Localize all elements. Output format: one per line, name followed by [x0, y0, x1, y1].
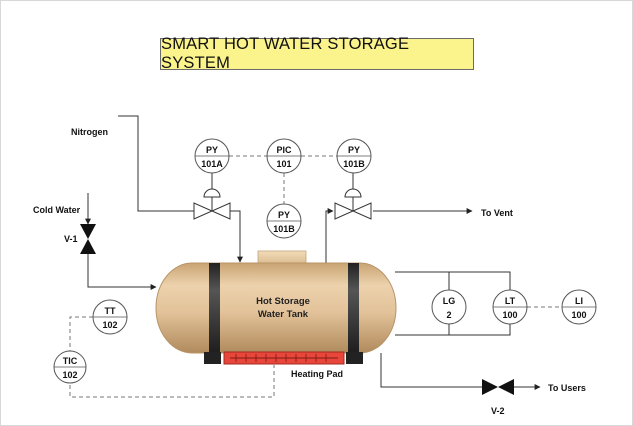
- vent-line-up: [325, 208, 334, 263]
- tank-foot-right: [346, 352, 363, 364]
- signal-tic-heater: [69, 365, 275, 398]
- svg-text:LT: LT: [505, 296, 516, 306]
- svg-text:101B: 101B: [273, 224, 295, 234]
- v2-label: V-2: [491, 406, 505, 416]
- to-vent-label: To Vent: [481, 208, 513, 218]
- nitrogen-to-tank-line: [230, 210, 243, 263]
- instrument-pic101[interactable]: PIC 101: [266, 138, 302, 174]
- level-bottom-line: [395, 322, 511, 336]
- svg-text:100: 100: [571, 310, 586, 320]
- cold-water-label: Cold Water: [33, 205, 81, 215]
- instrument-tic102[interactable]: TIC 102: [53, 350, 87, 384]
- svg-text:TIC: TIC: [63, 356, 78, 366]
- valve-v1[interactable]: [80, 224, 96, 254]
- tank-label-line2: Water Tank: [258, 309, 309, 320]
- signal-lines: [69, 155, 562, 398]
- instrument-lg2[interactable]: LG 2: [431, 289, 467, 325]
- heating-pad[interactable]: [223, 351, 345, 365]
- svg-text:LI: LI: [575, 296, 583, 306]
- signal-tt-tic: [69, 316, 93, 353]
- v1-label: V-1: [64, 234, 78, 244]
- process-lines: [85, 115, 541, 390]
- tank-label-line1: Hot Storage: [256, 296, 310, 307]
- level-top-line: [395, 271, 511, 292]
- svg-text:PY: PY: [348, 145, 360, 155]
- instrument-py101b-top[interactable]: PY 101B: [336, 138, 372, 174]
- valve-v2[interactable]: [482, 379, 514, 395]
- svg-text:101B: 101B: [343, 159, 365, 169]
- control-valve-vent[interactable]: [334, 202, 372, 220]
- instrument-li100[interactable]: LI 100: [561, 289, 597, 325]
- svg-text:TT: TT: [105, 306, 116, 316]
- tank-band-right: [348, 263, 359, 353]
- tank-foot-left: [204, 352, 221, 364]
- tank-band-left: [209, 263, 220, 353]
- outlet-line: [380, 353, 482, 388]
- instrument-lt100[interactable]: LT 100: [492, 289, 528, 325]
- nitrogen-line: [118, 115, 194, 212]
- svg-text:PY: PY: [278, 210, 290, 220]
- to-users-label: To Users: [548, 383, 586, 393]
- actuators: [203, 173, 362, 211]
- hot-water-tank[interactable]: Hot Storage Water Tank: [155, 250, 397, 364]
- tank-body: [155, 262, 397, 354]
- svg-text:LG: LG: [443, 296, 456, 306]
- svg-text:101: 101: [276, 159, 291, 169]
- control-valve-nitrogen[interactable]: [193, 202, 231, 220]
- svg-text:101A: 101A: [201, 159, 223, 169]
- diagram-title: SMART HOT WATER STORAGE SYSTEM: [160, 35, 474, 72]
- svg-text:PY: PY: [206, 145, 218, 155]
- nitrogen-label: Nitrogen: [71, 127, 108, 137]
- svg-text:102: 102: [62, 370, 77, 380]
- heating-pad-label: Heating Pad: [291, 369, 343, 379]
- instrument-py101b-mid[interactable]: PY 101B: [266, 203, 302, 239]
- instrument-tt102[interactable]: TT 102: [92, 299, 128, 335]
- cold-water-to-tank-line: [87, 254, 157, 290]
- svg-text:PIC: PIC: [276, 145, 292, 155]
- svg-text:102: 102: [102, 320, 117, 330]
- svg-text:2: 2: [446, 310, 451, 320]
- svg-text:100: 100: [502, 310, 517, 320]
- instrument-py101a[interactable]: PY 101A: [194, 138, 230, 174]
